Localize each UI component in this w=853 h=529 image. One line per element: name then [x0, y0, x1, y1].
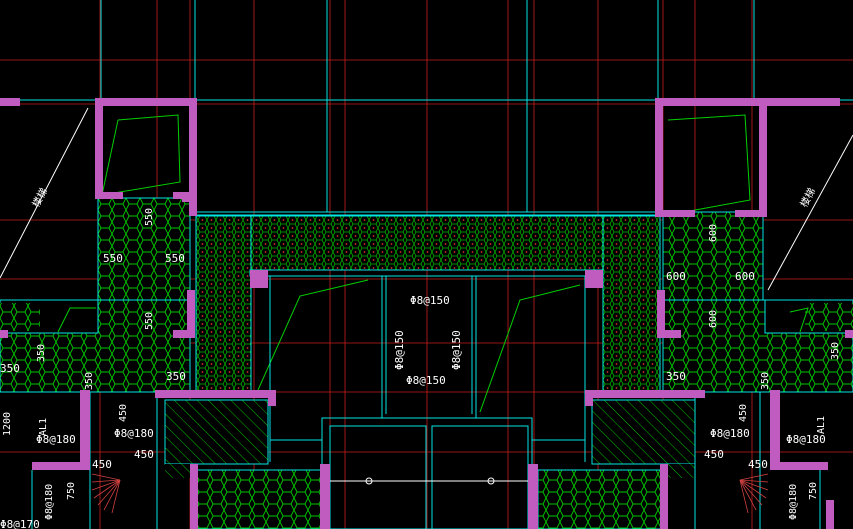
dim-label: 350	[760, 372, 771, 390]
dim-label: Φ8@180	[44, 484, 55, 520]
right-diag-block	[591, 399, 696, 465]
dim-label: 1200	[2, 412, 13, 436]
dimension-line	[330, 477, 528, 485]
bottom-right-slab	[537, 469, 664, 529]
slope-lines	[57, 114, 809, 413]
dim-label: AL1	[38, 418, 49, 436]
dim-label: 600	[735, 270, 755, 283]
dim-label: 450	[118, 404, 129, 422]
rebar-label-bottom: Φ8@150	[406, 374, 446, 387]
dim-label: 600	[708, 310, 719, 328]
right-dimensions: 600 600 600 600 350 350 350 450 AL1 Φ8@1…	[666, 224, 841, 520]
dim-label: Φ8@180	[786, 433, 826, 446]
dim-label: 450	[738, 404, 749, 422]
left-diag-strip	[165, 464, 193, 478]
dim-label: Φ8@180	[36, 433, 76, 446]
door-swing-left	[91, 473, 121, 514]
stair-label-right: 楼梯	[797, 186, 818, 210]
dim-label: 350	[166, 370, 186, 383]
right-balcony-hatch	[805, 303, 853, 331]
dim-label: 550	[144, 312, 155, 330]
dim-label: AL1	[816, 416, 827, 434]
structure-outline-top	[0, 0, 853, 216]
left-balcony-hatch	[0, 303, 40, 331]
dim-label: 600	[708, 224, 719, 242]
dim-label: 450	[92, 458, 112, 471]
left-diag-block	[164, 399, 269, 465]
dim-label: Φ8@180	[710, 427, 750, 440]
left-dimensions: 550 550 550 550 350 350 350 350 1200 AL1…	[0, 208, 186, 529]
dim-label: 350	[36, 344, 47, 362]
corridor-slab-band	[195, 215, 661, 271]
door-swing-right	[739, 473, 769, 514]
walls	[0, 98, 853, 529]
dim-label: Φ8@180	[114, 427, 154, 440]
dim-label: 750	[66, 482, 77, 500]
right-diag-strip	[665, 464, 695, 478]
dim-label: 450	[704, 448, 724, 461]
bottom-left-slab	[195, 469, 327, 529]
dim-label: 350	[666, 370, 686, 383]
rebar-label-top: Φ8@150	[410, 294, 450, 307]
stair-label-left: 楼梯	[29, 186, 50, 210]
left-shaft-slab	[195, 215, 252, 393]
rebar-label-vertical-left: Φ8@150	[393, 330, 406, 370]
rebar-label-vertical-right: Φ8@150	[450, 330, 463, 370]
dim-label: 450	[748, 458, 768, 471]
dim-label: 750	[808, 482, 819, 500]
dim-label: 350	[84, 372, 95, 390]
dim-label: 550	[144, 208, 155, 226]
right-shaft-slab	[602, 215, 661, 393]
dim-label: 600	[666, 270, 686, 283]
dim-label: 450	[134, 448, 154, 461]
dim-label: 550	[165, 252, 185, 265]
dim-label: 350	[0, 362, 20, 375]
stair-lines	[0, 107, 853, 291]
dim-label: Φ8@170	[0, 518, 40, 529]
dim-label: 550	[103, 252, 123, 265]
dim-label: Φ8@180	[788, 484, 799, 520]
dim-label: 350	[830, 342, 841, 360]
